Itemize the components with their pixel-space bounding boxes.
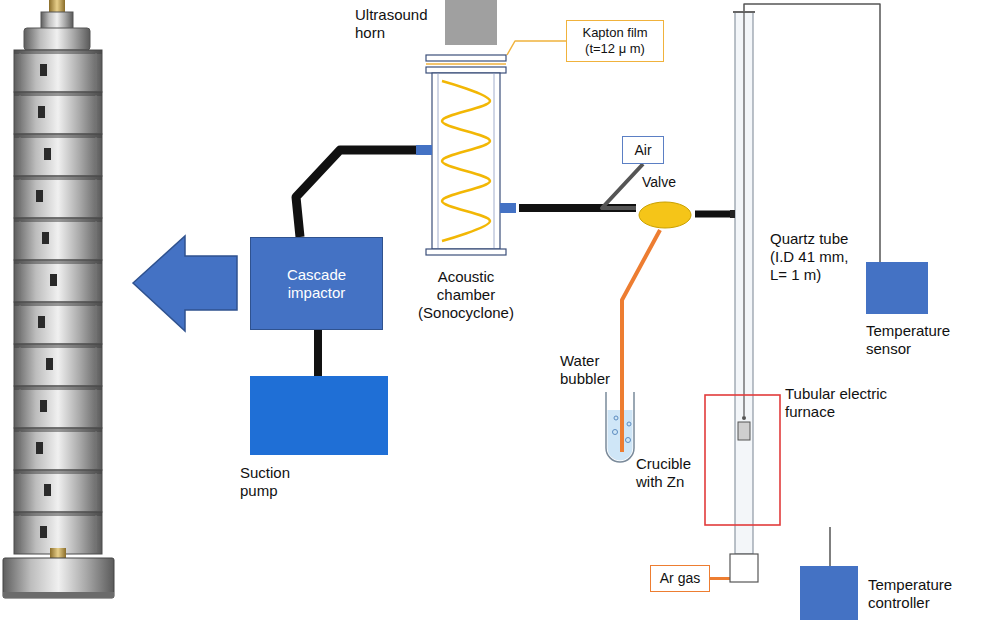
controller-unit xyxy=(800,566,858,620)
impactor-stage xyxy=(14,92,102,134)
node-label: Kapton film (t=12 μ m) xyxy=(574,25,656,56)
temperature-sensor: Temperature sensor xyxy=(866,262,959,361)
base-shadow xyxy=(3,592,114,598)
crucible xyxy=(738,422,750,440)
temperature-controller: Temperature controller xyxy=(800,566,971,620)
ultrasound-horn: Ultrasound horn xyxy=(355,0,497,48)
impactor-stage xyxy=(14,386,102,428)
part-label: Crucible with Zn xyxy=(636,455,698,491)
air-tube xyxy=(602,164,643,208)
node-label: Valve xyxy=(642,174,692,191)
bubbler-tube xyxy=(622,230,660,352)
kapton-film xyxy=(426,63,506,65)
thermocouple-wire xyxy=(744,4,880,262)
cascade-impactor-photo xyxy=(3,0,114,598)
horn-body xyxy=(445,0,497,45)
top-cap xyxy=(24,28,90,50)
node-label: Acoustic chamber (Sonocyclone) xyxy=(416,268,516,322)
bubble xyxy=(627,422,631,426)
vapour-tube xyxy=(695,211,730,218)
cyclone-flow xyxy=(442,81,490,241)
node-label: Quartz tube (I.D 41 mm, L= 1 m) xyxy=(770,230,856,284)
node-label: Suction pump xyxy=(240,464,302,500)
inner-wall xyxy=(438,73,439,249)
cascade-impactor-box: Cascade impactor xyxy=(250,237,383,330)
node-label: Temperature sensor xyxy=(866,322,956,358)
bubble xyxy=(626,438,631,443)
quartz-tube: Quartz tube (I.D 41 mm, L= 1 m) xyxy=(730,12,859,584)
impactor-stage xyxy=(14,134,102,176)
node-label: Tubular electric furnace xyxy=(785,385,893,421)
ar-gas-box: Ar gas xyxy=(650,565,710,592)
impactor-stage xyxy=(14,344,102,386)
bubble xyxy=(613,430,618,435)
inner-wall xyxy=(494,73,495,249)
outlet-port xyxy=(500,203,516,213)
impactor-stage xyxy=(14,260,102,302)
top-plate xyxy=(426,55,506,61)
film-callout: Kapton film (t=12 μ m) xyxy=(566,20,664,62)
dip-tube xyxy=(620,352,624,452)
film-leader xyxy=(507,41,566,55)
valve: Valve xyxy=(636,174,695,230)
node-label: Cascade impactor xyxy=(267,266,367,302)
top-plate xyxy=(426,67,506,73)
inlet-port xyxy=(416,145,432,155)
acoustic-chamber: Acoustic chamber (Sonocyclone) xyxy=(416,55,519,325)
fitting xyxy=(41,12,73,30)
air-inlet-box: Air xyxy=(622,136,664,164)
impactor-stage xyxy=(14,218,102,260)
impactor-stage xyxy=(14,470,102,512)
quartz-tube-drawing xyxy=(730,12,859,584)
gas-inlet xyxy=(730,210,735,218)
node-label: Temperature controller xyxy=(868,576,968,612)
pump-unit xyxy=(250,376,388,455)
bubble xyxy=(614,416,618,420)
water-bubbler: Water bubbler xyxy=(558,352,642,464)
valve-body xyxy=(639,202,691,228)
impactor-stage xyxy=(14,50,102,92)
furnace-outline xyxy=(705,395,780,525)
impactor-stage xyxy=(14,176,102,218)
bottom-plate xyxy=(426,249,506,255)
argon-tube xyxy=(710,577,730,580)
impactor-stage xyxy=(14,512,102,554)
pump-tube xyxy=(314,330,322,376)
stage-holes xyxy=(36,64,57,538)
pointer-arrow xyxy=(133,236,237,331)
thermocouple-tip xyxy=(742,416,746,420)
thermocouple xyxy=(743,12,744,416)
sensor-unit xyxy=(866,262,928,314)
impactor-stage xyxy=(14,428,102,470)
node-label: Ultrasound horn xyxy=(355,6,439,42)
tube-wall xyxy=(735,12,753,554)
node-label: Air xyxy=(634,142,651,159)
suction-pump: Suction pump xyxy=(240,376,388,506)
control-wire xyxy=(829,527,831,566)
node-label: Ar gas xyxy=(660,570,700,587)
electric-furnace: Tubular electric furnace xyxy=(705,385,896,527)
sampling-tube xyxy=(296,150,416,237)
impactor-stage xyxy=(14,302,102,344)
tube-holder xyxy=(730,554,758,582)
node-label: Water bubbler xyxy=(560,352,614,388)
base-plate xyxy=(3,558,114,598)
chamber-wall xyxy=(432,73,500,249)
